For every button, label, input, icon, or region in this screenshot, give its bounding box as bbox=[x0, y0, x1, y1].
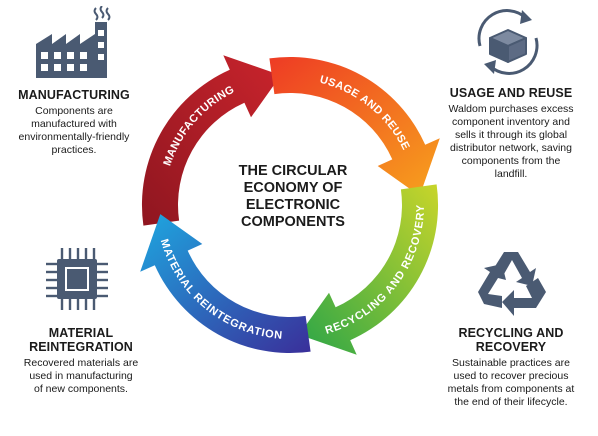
stage-title: RECYCLING AND RECOVERY bbox=[458, 326, 564, 354]
description-line: sells it through its global bbox=[454, 129, 568, 141]
description-line: Recovered materials are bbox=[23, 357, 139, 369]
ring-segment-recycling bbox=[299, 184, 439, 355]
description-line: manufactured with bbox=[31, 118, 117, 130]
center-title-line: ECONOMY OF bbox=[243, 180, 343, 196]
description-line: Sustainable practices are bbox=[452, 357, 570, 369]
factory-icon bbox=[36, 6, 111, 78]
description-line: Components are bbox=[35, 105, 113, 117]
stage-title: USAGE AND REUSE bbox=[449, 86, 573, 100]
stage-recycling-and-recovery: RECYCLING AND RECOVERY Sustainable pract… bbox=[424, 326, 598, 409]
stage-manufacturing: MANUFACTURING Components are manufacture… bbox=[4, 88, 144, 157]
center-title-line: THE CIRCULAR bbox=[238, 163, 348, 179]
stage-description: Sustainable practices are used to recove… bbox=[424, 357, 598, 409]
description-line: practices. bbox=[51, 144, 97, 156]
reuse-box-icon bbox=[477, 9, 539, 75]
description-line: of new components. bbox=[34, 383, 128, 395]
description-line: component inventory and bbox=[452, 116, 570, 128]
stage-description: Recovered materials are used in manufact… bbox=[2, 357, 160, 396]
description-line: distributor network, saving bbox=[450, 142, 572, 154]
description-line: used to recover precious bbox=[453, 370, 569, 382]
center-title-line: ELECTRONIC bbox=[245, 197, 341, 213]
stage-description: Waldom purchases excess component invent… bbox=[424, 103, 598, 181]
recycle-icon bbox=[478, 252, 546, 316]
ring-segment-material bbox=[140, 214, 311, 354]
description-line: the end of their lifecycle. bbox=[454, 396, 568, 408]
ring-segment-usage bbox=[269, 56, 440, 196]
description-line: environmentally-friendly bbox=[18, 131, 130, 143]
stage-description: Components are manufactured with environ… bbox=[4, 105, 144, 157]
center-title-line: COMPONENTS bbox=[241, 214, 345, 230]
stage-title: MANUFACTURING bbox=[18, 88, 130, 102]
chip-icon bbox=[46, 248, 108, 310]
description-line: components from the bbox=[461, 155, 561, 167]
description-line: used in manufacturing bbox=[29, 370, 133, 382]
center-title: THE CIRCULAR ECONOMY OF ELECTRONIC COMPO… bbox=[218, 163, 368, 231]
description-line: metals from components at bbox=[447, 383, 575, 395]
stage-usage-and-reuse: USAGE AND REUSE Waldom purchases excess … bbox=[424, 86, 598, 181]
ring-segment-manufacturing bbox=[141, 55, 281, 226]
description-line: Waldom purchases excess bbox=[448, 103, 574, 115]
stage-material-reintegration: MATERIAL REINTEGRATION Recovered materia… bbox=[2, 326, 160, 396]
description-line: landfill. bbox=[494, 168, 528, 180]
stage-title: MATERIAL REINTEGRATION bbox=[29, 326, 133, 354]
